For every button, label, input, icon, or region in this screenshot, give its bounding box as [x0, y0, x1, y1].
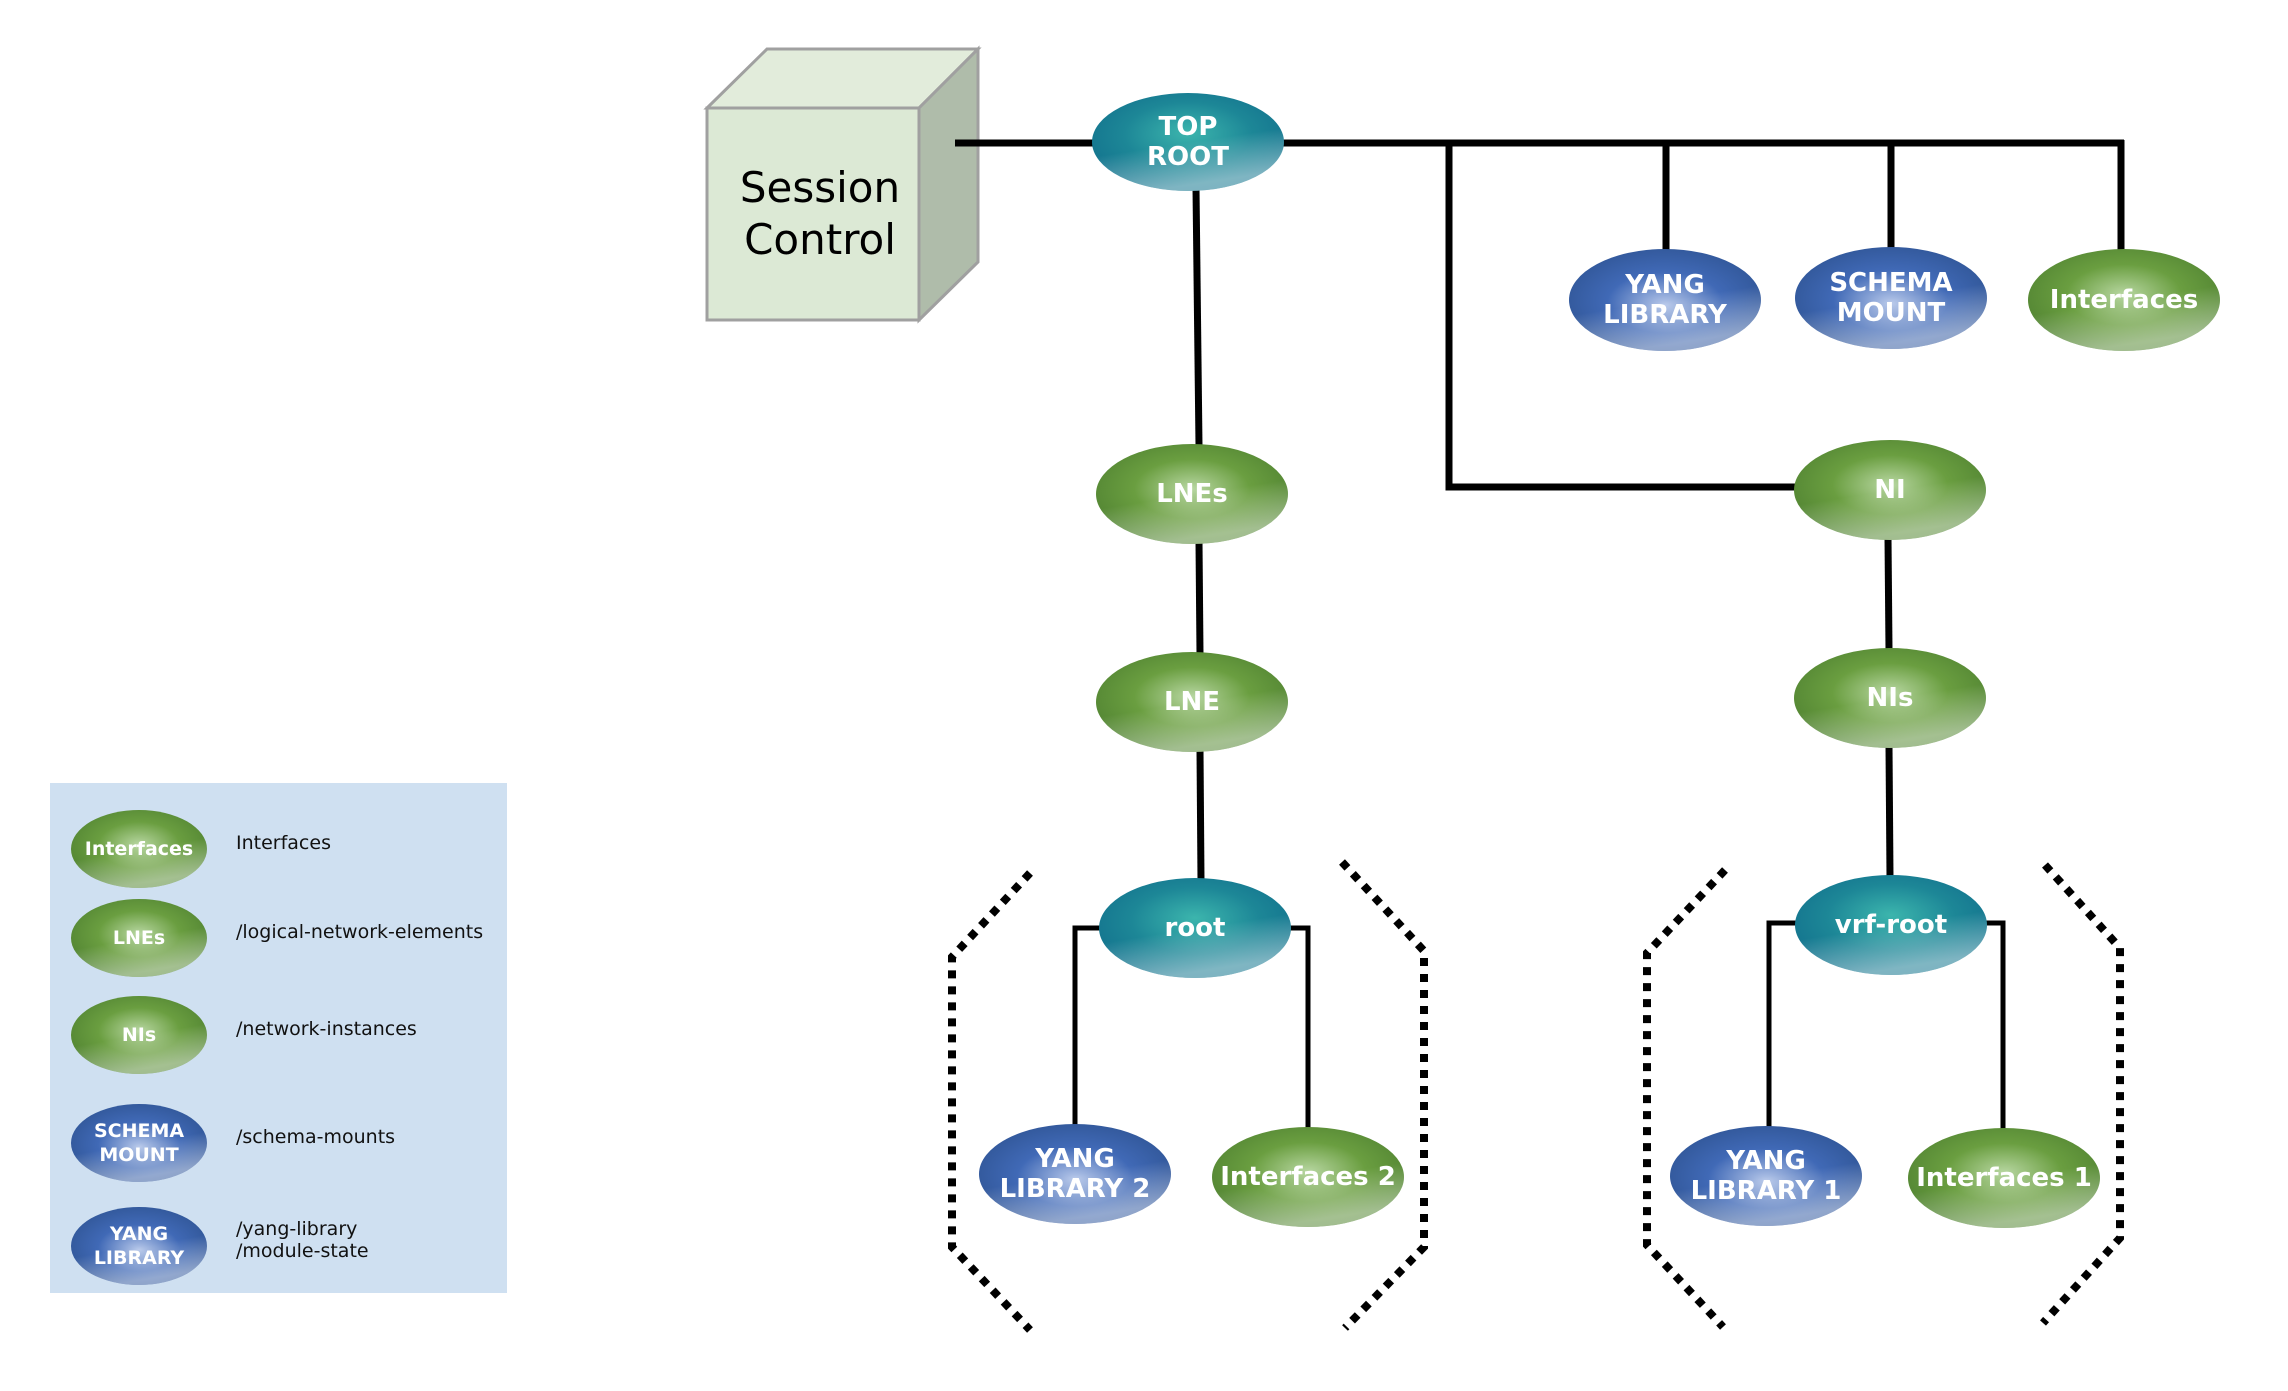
- node-ni-label: NI: [1874, 475, 1905, 505]
- node-yang-library-2-label: YANG: [1034, 1144, 1115, 1174]
- legend-badge-2-label: NIs: [122, 1024, 156, 1046]
- legend: Interfaces InterfacesLNEs/logical-network…: [50, 783, 507, 1293]
- node-yang-library-2-label: LIBRARY 2: [1000, 1174, 1151, 1204]
- bracket-lne-right: [1339, 859, 1428, 1331]
- edge-ni-to-nis: [1884, 537, 1893, 651]
- node-interfaces-1-label: Interfaces 1: [1916, 1163, 2092, 1193]
- node-schema-mount-top-label: MOUNT: [1837, 298, 1946, 328]
- node-interfaces-1: Interfaces 1: [1908, 1128, 2100, 1228]
- bracket-ni-right: [2040, 862, 2124, 1326]
- bracket-ni-left: [1643, 867, 1728, 1330]
- node-interfaces-top-highlight: [2028, 249, 2220, 351]
- legend-badge-4-highlight: [71, 1207, 207, 1285]
- node-vrf-root-highlight: [1795, 875, 1987, 975]
- legend-badge-0-label: Interfaces: [85, 838, 193, 860]
- bracket-lne-left: [948, 870, 1033, 1333]
- node-top-root-highlight: [1092, 93, 1284, 191]
- legend-badge-4-label: LIBRARY: [94, 1247, 185, 1269]
- edge-nis-to-vrf-root: [1885, 745, 1894, 878]
- node-ni-highlight: [1794, 440, 1986, 540]
- legend-badge-1: LNEs: [71, 899, 207, 977]
- session-control-label-line1: Session: [740, 163, 900, 212]
- node-yang-library-1-highlight: [1670, 1126, 1862, 1226]
- node-top-root-label: ROOT: [1147, 142, 1229, 172]
- legend-badge-0: Interfaces: [71, 810, 207, 888]
- edge-vrf-root-to-yang-library-1: [1766, 920, 1798, 1128]
- legend-description: /logical-network-elements: [236, 921, 483, 943]
- edge-top-root-to-ni: [1445, 143, 1797, 491]
- node-lne-highlight: [1096, 652, 1288, 752]
- node-yang-library-2-highlight: [979, 1124, 1171, 1224]
- legend-badge-3-label: SCHEMA: [94, 1120, 184, 1142]
- legend-badge-3-label: MOUNT: [99, 1144, 178, 1166]
- node-yang-library-top-label: LIBRARY: [1603, 300, 1728, 330]
- cube-front-face: [705, 106, 921, 322]
- edges: [955, 139, 2125, 1130]
- legend-description: /module-state: [236, 1240, 369, 1262]
- node-root-label: root: [1165, 913, 1226, 943]
- legend-badge-2: NIs: [71, 996, 207, 1074]
- node-top-root-label: TOP: [1159, 112, 1218, 142]
- legend-badge-2-highlight: [71, 996, 207, 1074]
- node-yang-library-1-label: LIBRARY 1: [1691, 1176, 1842, 1206]
- node-interfaces-top: Interfaces: [2028, 249, 2220, 351]
- edge-root-to-interfaces-2: [1289, 925, 1311, 1129]
- node-lnes-highlight: [1096, 444, 1288, 544]
- node-yang-library-top-label: YANG: [1624, 270, 1705, 300]
- node-yang-library-1-label: YANG: [1725, 1146, 1806, 1176]
- session-control-cube: Session Control: [703, 45, 982, 324]
- node-schema-mount-top-highlight: [1795, 247, 1987, 349]
- node-interfaces-2-label: Interfaces 2: [1220, 1162, 1396, 1192]
- node-nis-highlight: [1794, 648, 1986, 748]
- node-lne-label: LNE: [1164, 687, 1220, 717]
- edge-lne-to-root: [1196, 749, 1205, 882]
- legend-badge-0-highlight: [71, 810, 207, 888]
- node-root: root: [1099, 878, 1291, 978]
- legend-description: Interfaces: [236, 832, 331, 854]
- node-yang-library-top-highlight: [1569, 249, 1761, 351]
- legend-description: /schema-mounts: [236, 1126, 395, 1148]
- edge-root-to-yang-library-2: [1072, 925, 1101, 1127]
- legend-badge-1-highlight: [71, 899, 207, 977]
- node-lne: LNE: [1096, 652, 1288, 752]
- node-interfaces-2-highlight: [1212, 1127, 1404, 1227]
- edge-vrf-root-to-interfaces-1: [1985, 920, 2006, 1130]
- node-interfaces-2: Interfaces 2: [1212, 1127, 1404, 1227]
- mount-brackets: [948, 859, 2124, 1333]
- node-schema-mount-top-label: SCHEMA: [1829, 268, 1952, 298]
- node-interfaces-1-highlight: [1908, 1128, 2100, 1228]
- legend-badge-3-highlight: [71, 1104, 207, 1182]
- legend-description: /network-instances: [236, 1018, 417, 1040]
- node-lnes-label: LNEs: [1156, 479, 1228, 509]
- node-ni: NI: [1794, 440, 1986, 540]
- node-vrf-root-label: vrf-root: [1835, 910, 1947, 940]
- node-vrf-root: vrf-root: [1795, 875, 1987, 975]
- node-root-highlight: [1099, 878, 1291, 978]
- session-control-label-line2: Control: [744, 215, 896, 264]
- edge-top-root-to-lnes: [1192, 187, 1203, 447]
- node-nis: NIs: [1794, 648, 1986, 748]
- legend-badge-4-label: YANG: [109, 1223, 168, 1245]
- node-interfaces-top-label: Interfaces: [2050, 285, 2198, 315]
- legend-badge-1-label: LNEs: [113, 927, 165, 949]
- legend-description: /yang-library: [236, 1218, 357, 1240]
- node-nis-label: NIs: [1867, 683, 1914, 713]
- edge-lnes-to-lne: [1195, 541, 1204, 655]
- node-lnes: LNEs: [1096, 444, 1288, 544]
